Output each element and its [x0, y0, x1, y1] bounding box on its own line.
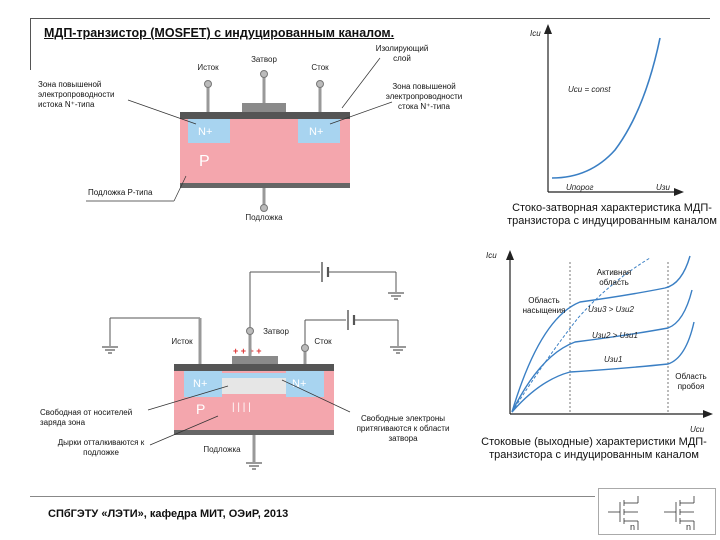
biased-n-plus-drain-label: N+: [292, 378, 306, 390]
output-curve-1: [511, 321, 695, 413]
biased-oxide-layer: [174, 364, 334, 371]
hole-marks: | | | |: [232, 402, 251, 413]
biased-source-label: Исток: [171, 337, 193, 346]
output-x-arrow: [703, 410, 713, 418]
induced-channel: [222, 373, 286, 378]
biased-n-plus-source-label: N+: [193, 378, 207, 390]
biased-gate-plate: [232, 356, 278, 364]
biased-n-plus-drain: [286, 371, 324, 397]
holes-label: Дырки отталкиваются к подложке: [57, 438, 145, 457]
curve2-label: Uзи2 > Uзи1: [592, 331, 638, 340]
frame-left-line: [30, 18, 31, 70]
source-label: Исток: [197, 63, 219, 72]
drain-zone-label: Зона повышеной электропроводности стока …: [385, 82, 463, 111]
frame-top-line: [30, 18, 710, 19]
curve3-label: Uзи3 > Uзи2: [588, 305, 634, 314]
biased-substrate-label: Подложка: [203, 445, 241, 454]
transfer-const-label: Uси = const: [568, 85, 611, 94]
transfer-curve: [551, 37, 661, 179]
transfer-y-label: Iси: [530, 29, 541, 38]
leader-holes: [149, 415, 219, 446]
gate-plus-charges: + + + +: [233, 346, 262, 356]
n-plus-drain-label: N+: [309, 126, 323, 138]
curve1-label: Uзи1: [604, 355, 622, 364]
source-zone-label: Зона повышеной электропроводности истока…: [38, 80, 115, 109]
active-region-label: Активная область: [596, 268, 632, 287]
drain-label: Сток: [311, 63, 329, 72]
footer-text: СПбГЭТУ «ЛЭТИ», кафедра МИТ, ОЭиР, 2013: [48, 508, 289, 520]
transfer-y-arrow: [544, 24, 552, 34]
oxide-layer: [180, 112, 350, 119]
gate-label: Затвор: [251, 55, 277, 64]
output-y-arrow: [506, 250, 514, 260]
breakdown-region-label: Область пробоя: [675, 372, 707, 391]
source-terminal-pin: [204, 80, 212, 88]
leader-electrons: [281, 379, 351, 413]
substrate-label: Подложка: [245, 213, 283, 222]
substrate-bottom-plate: [180, 183, 350, 188]
biased-substrate-plate: [174, 430, 334, 435]
depletion-zone: [222, 378, 286, 394]
transfer-caption: Стоко-затворная характеристика МДП-транз…: [507, 202, 717, 227]
biased-drain-pin: [301, 344, 309, 352]
mosfet-symbol-right: [664, 496, 695, 530]
transfer-x-arrow: [674, 188, 684, 196]
substrate-type-label: Подложка P-типа: [88, 188, 153, 197]
mosfet-symbol-left: [608, 496, 639, 530]
leader-depletion: [147, 385, 229, 411]
transfer-x-label: Uзи: [656, 183, 670, 192]
biased-gate-pin: [246, 327, 254, 335]
drain-terminal-pin: [316, 80, 324, 88]
biased-n-plus-source: [184, 371, 222, 397]
thumbnail-frame: [598, 488, 716, 535]
output-curve-2: [511, 289, 693, 413]
electrons-label: Свободные электроны притягиваются к обла…: [356, 414, 450, 443]
leader-substrate-type-2: [173, 175, 187, 202]
mosfet-symbol-thumbnails: n n: [598, 488, 716, 535]
biased-drain-label: Сток: [314, 337, 332, 346]
leader-source-zone: [127, 99, 197, 125]
output-y-label: Iси: [486, 251, 497, 260]
output-caption: Стоковые (выходные) характеристики МДП-т…: [481, 436, 707, 461]
biased-gate-label: Затвор: [263, 327, 289, 336]
leader-insulator: [341, 57, 381, 109]
transfer-threshold-label: Uпорог: [566, 183, 594, 192]
n-plus-source-well: [188, 119, 230, 143]
depletion-zone-label: Свободная от носителей заряда зона: [40, 408, 133, 427]
substrate-terminal-pin: [260, 204, 268, 212]
p-region-label: P: [199, 153, 210, 170]
n-plus-source-label: N+: [198, 126, 212, 138]
slide-title: МДП-транзистор (MOSFET) с индуцированным…: [44, 26, 395, 40]
footer-divider: [30, 496, 595, 497]
thumb-n-left: n: [630, 522, 635, 532]
biased-p-label: P: [196, 401, 205, 417]
gate-terminal-pin: [260, 70, 268, 78]
thumb-n-right: n: [686, 522, 691, 532]
output-x-label: Uси: [690, 425, 705, 434]
saturation-region-label: Область насыщения: [522, 296, 566, 315]
output-curve-3: [511, 255, 691, 413]
insulator-label: Изолирующий слой: [375, 44, 429, 63]
leader-drain-zone: [329, 101, 393, 125]
gate-plate: [242, 103, 286, 112]
